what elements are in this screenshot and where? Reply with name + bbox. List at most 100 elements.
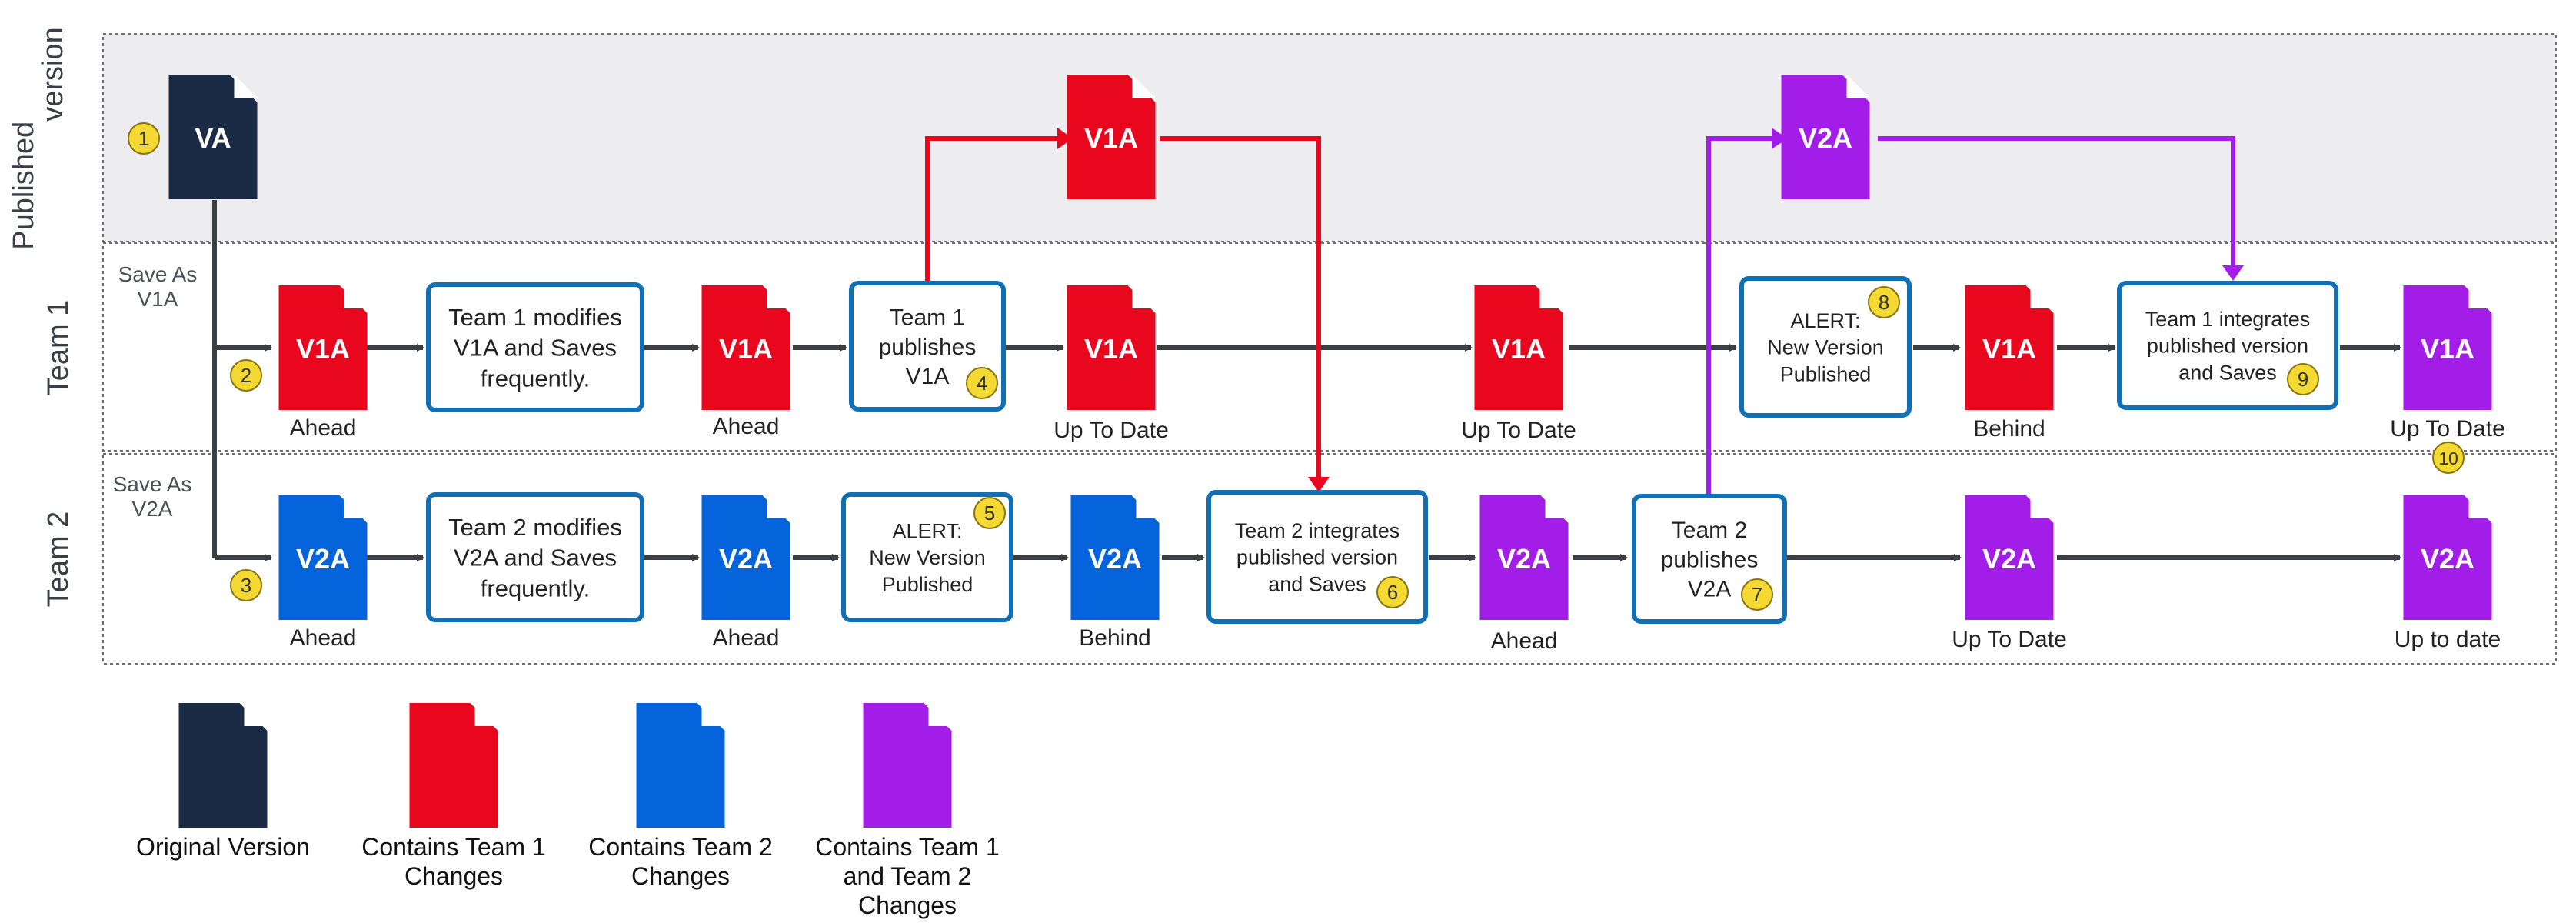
document-status: Ahead — [1491, 628, 1558, 654]
document-status: Up To Date — [1952, 627, 2067, 652]
step-badge-10: 10 — [2432, 442, 2465, 474]
document-label: V2A — [1799, 122, 1852, 154]
page-fold-icon — [1132, 285, 1156, 308]
document-t2-doc4: V2A Ahead — [1479, 495, 1569, 654]
document-label: V1A — [1982, 333, 2036, 365]
step-badge-8: 8 — [1868, 286, 1900, 318]
page-fold-icon — [1132, 75, 1156, 98]
document-t2-doc1: V2A Ahead — [278, 495, 368, 651]
integrate-v1a-flow — [1160, 136, 1321, 477]
step-number: 5 — [984, 501, 995, 525]
page-fold-icon — [928, 703, 952, 726]
document-t2-doc3: V2A Behind — [1070, 495, 1160, 651]
document-status: Behind — [1079, 625, 1150, 651]
lane-title-published: Publishedversion — [8, 27, 69, 249]
document-icon — [2403, 285, 2492, 410]
document-icon — [701, 285, 790, 410]
document-icon — [409, 703, 498, 828]
step-number: 6 — [1387, 581, 1398, 604]
connectors — [212, 200, 2401, 561]
document-published-v1a: V1A — [1067, 75, 1156, 199]
document-icon — [701, 495, 790, 620]
document-published-va: VA — [168, 75, 258, 199]
document-t1-doc5: V1A Behind — [1965, 285, 2054, 442]
document-icon — [636, 703, 725, 828]
page-fold-icon — [344, 495, 368, 518]
step-badge-1: 1 — [128, 122, 160, 155]
document-status: Up to date — [2395, 627, 2501, 652]
document-status: Behind — [1973, 416, 2045, 442]
step-badge-4: 4 — [966, 367, 998, 399]
document-icon — [2403, 495, 2492, 620]
document-t1-doc2: V1A Ahead — [701, 285, 790, 439]
document-status: Ahead — [713, 414, 780, 439]
step-badge-6: 6 — [1376, 576, 1409, 608]
page-fold-icon — [2468, 495, 2492, 518]
document-icon — [278, 495, 368, 620]
legend-label: Original Version — [136, 833, 310, 861]
document-label: V1A — [1084, 122, 1138, 154]
document-status: Ahead — [290, 415, 357, 441]
document-published-v2a: V2A — [1781, 75, 1870, 199]
document-icon — [1781, 75, 1870, 199]
publish-v1a-flow — [925, 136, 1057, 283]
document-label: V2A — [1088, 543, 1142, 575]
document-label: V1A — [1084, 333, 1138, 365]
document-icon — [1070, 495, 1160, 620]
document-label: V2A — [296, 543, 350, 575]
page-fold-icon — [474, 703, 498, 726]
document-icon — [1965, 285, 2054, 410]
page-fold-icon — [767, 495, 790, 518]
document-status: Up To Date — [1053, 418, 1169, 443]
publish-v2a-arrowhead — [1772, 128, 1787, 149]
documents: VA V1A V2A V1A Ahead V1A Ahead V1A Up To Date V1A… — [168, 75, 2505, 654]
document-t2-doc2: V2A Ahead — [701, 495, 790, 651]
step-number: 1 — [138, 127, 149, 150]
page-fold-icon — [2030, 285, 2054, 308]
document-icon — [278, 285, 368, 410]
document-status: Ahead — [713, 625, 780, 651]
document-status: Ahead — [290, 625, 357, 651]
step-number: 3 — [241, 574, 251, 597]
document-t1-doc3: V1A Up To Date — [1053, 285, 1169, 443]
step-badge-3: 3 — [230, 569, 262, 601]
document-icon — [168, 75, 258, 199]
step-number: 7 — [1752, 583, 1762, 606]
integrate-v2a-flow — [1878, 136, 2235, 265]
document-icon — [863, 703, 952, 828]
document-label: V2A — [719, 543, 773, 575]
document-icon — [1479, 495, 1569, 620]
document-icon — [1474, 285, 1563, 410]
step-badge-7: 7 — [1741, 578, 1773, 611]
document-label: V1A — [719, 333, 773, 365]
publish-v2a-flow — [1706, 136, 1772, 496]
integrate-v1a-arrowhead — [1308, 477, 1330, 492]
document-icon — [178, 703, 268, 828]
page-fold-icon — [1846, 75, 1870, 98]
document-label: V2A — [1497, 543, 1551, 575]
integrate-v2a-arrowhead — [2222, 265, 2244, 281]
step-number: 2 — [241, 364, 251, 387]
step-number: 4 — [977, 372, 987, 395]
lane-titles: Publishedversion Team 1 Team 2 — [8, 27, 75, 607]
